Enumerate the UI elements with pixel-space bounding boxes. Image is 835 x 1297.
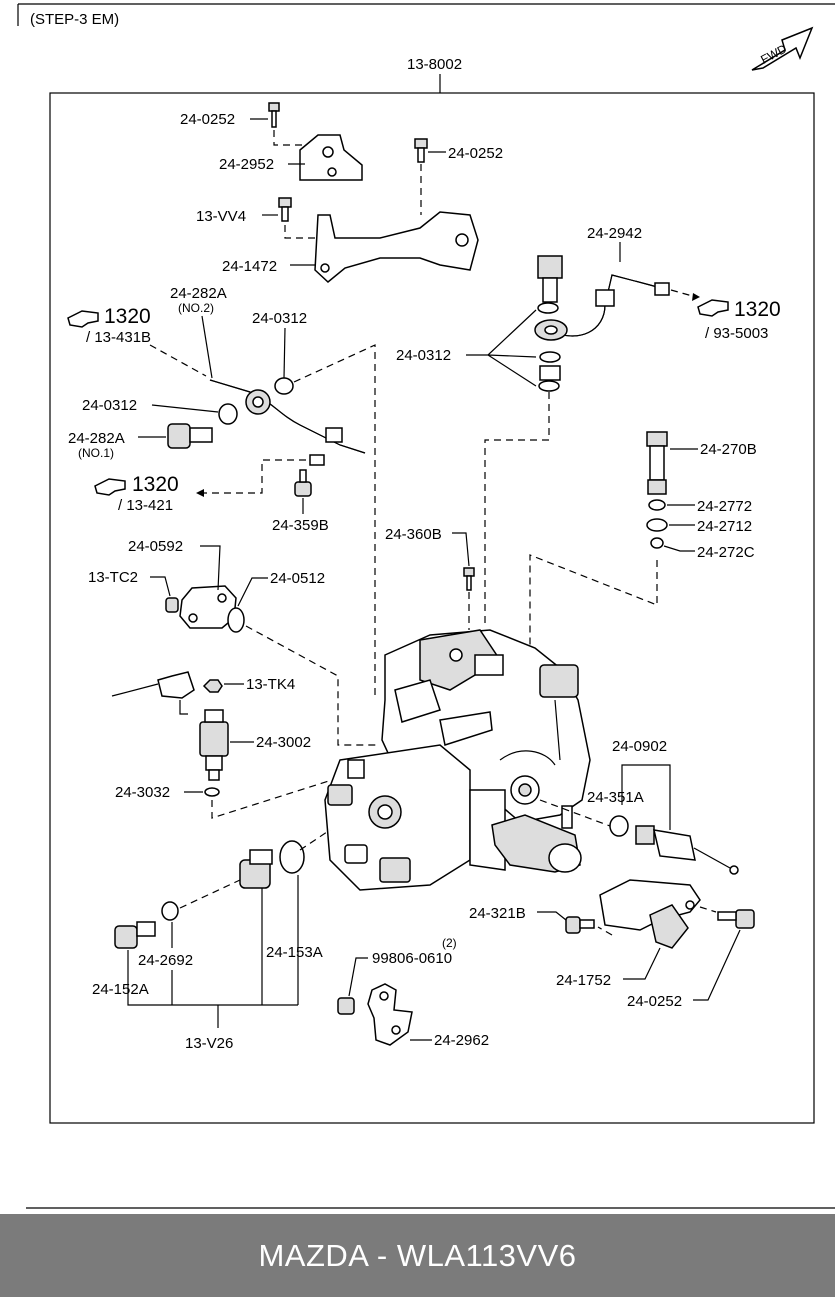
callout-bolt-top-right: 24-0252 xyxy=(448,145,503,162)
plate-2962-icon xyxy=(367,983,413,1046)
parts-diagram: (STEP-3 EM) 13-8002 FWD 24-0252 24-2952 … xyxy=(17,3,835,1209)
callout-bolt-359b: 24-359B xyxy=(272,517,329,534)
callout-nut-tk4: 13-TK4 xyxy=(246,676,295,693)
sensor-0902-icon xyxy=(635,825,739,875)
connector-tk4-icon xyxy=(111,671,195,715)
callout-bracket-top: 24-2952 xyxy=(219,156,274,173)
bolt-359b-icon xyxy=(294,469,312,497)
ref-top-right-sub: / 93-5003 xyxy=(705,325,768,342)
callout-cover-0592: 24-0592 xyxy=(128,538,183,555)
banjo-bolt-right-icon xyxy=(537,255,563,303)
cover-0592-icon xyxy=(179,585,237,629)
gasket-0512-icon xyxy=(227,607,245,633)
bolt-152a-icon xyxy=(114,921,156,949)
callout-bracket-1472: 24-1472 xyxy=(222,258,277,275)
assembly-frame xyxy=(49,92,815,1124)
callout-bolt-152a: 24-152A xyxy=(92,981,149,998)
injection-pump-body-icon xyxy=(324,629,591,891)
callout-washer-2692: 24-2692 xyxy=(138,952,193,969)
callout-solenoid-3002: 24-3002 xyxy=(256,734,311,751)
fwd-arrow-icon: FWD xyxy=(751,26,814,71)
ref-top-right-num: 1320 xyxy=(734,298,781,321)
oring-3032-icon xyxy=(204,787,220,797)
banjo-bolt-no1-icon xyxy=(167,423,213,449)
bracket-1472-icon xyxy=(314,211,479,283)
ref-top-left-sub: / 13-431B xyxy=(86,329,151,346)
callout-washer-pipe-left: 24-0312 xyxy=(252,310,307,327)
callout-oring-2712: 24-2712 xyxy=(697,518,752,535)
callout-pipe-right: 24-2942 xyxy=(587,225,642,242)
spring-2772-icon xyxy=(648,499,666,511)
callout-bolt-99806: 99806-0610 xyxy=(372,950,452,967)
callout-banjo-no2-note: (NO.2) xyxy=(178,301,214,315)
step-label: (STEP-3 EM) xyxy=(30,11,119,28)
ref-top-left-num: 1320 xyxy=(104,305,151,328)
washer-2692-icon xyxy=(161,901,179,921)
callout-bolt-vv4: 13-VV4 xyxy=(196,208,246,225)
pipe-2942-icon xyxy=(547,274,670,337)
callout-oring-351a: 24-351A xyxy=(587,789,644,806)
callout-bracket-1752: 24-1752 xyxy=(556,972,611,989)
callout-banjo-no1-note: (NO.1) xyxy=(78,446,114,460)
callout-kit-v26: 13-V26 xyxy=(185,1035,233,1052)
oring-2712-icon xyxy=(646,518,668,532)
screw-tc2-icon xyxy=(165,597,179,613)
callout-washer-left-mid: 24-0312 xyxy=(82,397,137,414)
callout-screw-tc2: 13-TC2 xyxy=(88,569,138,586)
callout-bolt-99806-qty: (2) xyxy=(442,936,457,950)
bolt-vv4-icon xyxy=(278,197,292,222)
bolt-bottom-right-icon xyxy=(717,909,755,929)
callout-bolt-top-left: 24-0252 xyxy=(180,111,235,128)
oring-351a-icon xyxy=(609,815,629,837)
callout-plate-2962: 24-2962 xyxy=(434,1032,489,1049)
ref-mid-left-num: 1320 xyxy=(132,473,179,496)
callout-valve-270b: 24-270B xyxy=(700,441,757,458)
washer-left-mid-icon xyxy=(218,403,238,425)
valve-270b-icon xyxy=(646,431,668,495)
callout-washer-group-right: 24-0312 xyxy=(396,347,451,364)
ref-hand-icon-top-left xyxy=(67,310,99,328)
ref-hand-icon-mid-left xyxy=(94,478,126,496)
nut-tk4-icon xyxy=(202,679,223,693)
bolt-top-left-icon xyxy=(268,102,280,128)
bolt-top-right-icon xyxy=(414,138,428,163)
washer-pipe-left-icon xyxy=(274,377,294,395)
bolt-99806-icon xyxy=(337,997,355,1015)
oring-153a-icon xyxy=(279,840,305,874)
assembly-number: 13-8002 xyxy=(407,56,462,73)
callout-banjo-no2: 24-282A xyxy=(170,285,227,302)
callout-gasket-0512: 24-0512 xyxy=(270,570,325,587)
bolt-321b-icon xyxy=(565,916,595,934)
solenoid-3002-icon xyxy=(199,709,229,781)
callout-oring-272c: 24-272C xyxy=(697,544,755,561)
ref-mid-left-sub: / 13-421 xyxy=(118,497,173,514)
callout-banjo-no1: 24-282A xyxy=(68,430,125,447)
washer-group-right-icon xyxy=(534,302,568,392)
callout-screw-360b: 24-360B xyxy=(385,526,442,543)
oring-272c-icon xyxy=(650,537,664,549)
callout-plug-153a: 24-153A xyxy=(266,944,323,961)
callout-oring-3032: 24-3032 xyxy=(115,784,170,801)
callout-spring-2772: 24-2772 xyxy=(697,498,752,515)
pipe-left-icon xyxy=(209,379,366,466)
footer-title: MAZDA - WLA113VV6 xyxy=(258,1237,577,1273)
bracket-2952-icon xyxy=(299,134,363,181)
callout-bolt-321b: 24-321B xyxy=(469,905,526,922)
bracket-1752-icon xyxy=(599,879,701,949)
footer-bar: MAZDA - WLA113VV6 xyxy=(0,1214,835,1297)
callout-bolt-bottom-right: 24-0252 xyxy=(627,993,682,1010)
plug-153a-icon xyxy=(239,849,273,889)
screw-360b-icon xyxy=(463,567,475,591)
ref-hand-icon-top-right xyxy=(697,299,729,317)
callout-sensor-0902: 24-0902 xyxy=(612,738,667,755)
